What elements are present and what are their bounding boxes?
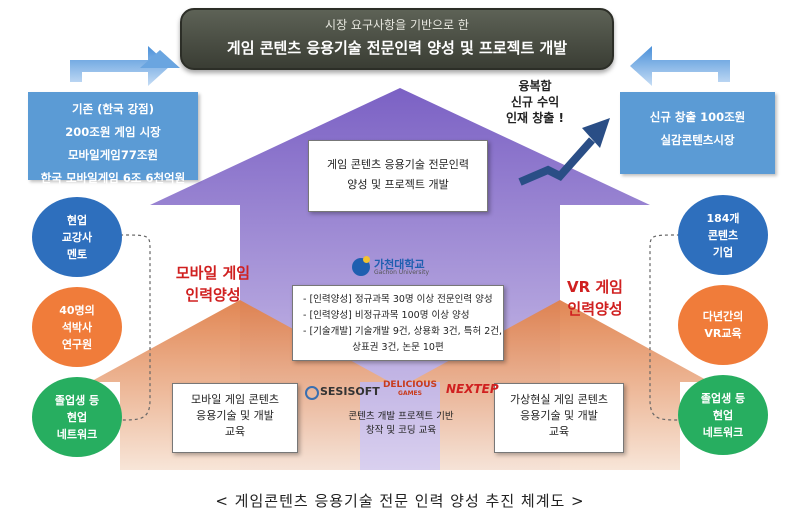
growth-label: 융복합 신규 수익 인재 창출 ! [506,79,564,125]
new-market-line-2: 실감콘텐츠시장 [660,133,735,147]
right-bracket [649,234,681,421]
existing-line-4: 한국 모바일게임 6조 6천억원 [40,171,186,185]
left-bracket [119,234,151,421]
university-name-en: Gachon University [374,269,430,276]
figure-caption: < 게임콘텐츠 응용기술 전문 인력 양성 추진 체계도 > [215,492,585,510]
banner-title: 게임 콘텐츠 응용기술 전문인력 양성 및 프로젝트 개발 [226,39,568,57]
right-up-arrow [630,46,730,86]
university-name: 가천대학교 [374,258,425,271]
mobile-training-label: 모바일 게임 인력양성 [175,264,251,304]
gachon-emblem-dot [363,256,370,263]
gachon-logo: 가천대학교 Gachon University [352,256,462,280]
banner-subtitle: 시장 요구사항을 기반으로 한 [325,18,469,32]
vr-training-label: VR 게임 인력양성 [567,278,623,318]
left-arrowhead [140,50,180,68]
delicious-games-logo: DELICIOUS GAMES [382,380,438,397]
circle-graduates-left: 졸업생 등 현업 네트워크 [32,377,122,457]
top-banner: 시장 요구사항을 기반으로 한 게임 콘텐츠 응용기술 전문인력 양성 및 프로… [180,8,614,70]
growth-arrowhead [582,118,610,148]
mobile-education-card: 모바일 게임 콘텐츠 응용기술 및 개발 교육 [172,383,298,453]
circle-companies: 184개 콘텐츠 기업 [678,195,768,275]
left-up-arrow [70,46,170,86]
existing-line-3: 모바일게임77조원 [67,148,159,162]
project-education-text: 콘텐츠 개발 프로젝트 기반 창작 및 코딩 교육 [348,411,454,436]
growth-arrow [518,137,595,186]
existing-line-1: 기존 (한국 강점) [72,102,154,116]
circle-researchers: 40명의 석박사 연구원 [32,287,122,367]
new-market-line-1: 신규 창출 100조원 [649,110,746,124]
circle-vr-education: 다년간의 VR교육 [678,285,768,365]
goal-card: 게임 콘텐츠 응용기술 전문인력 양성 및 프로젝트 개발 [308,140,488,212]
circle-graduates-right: 졸업생 등 현업 네트워크 [678,375,768,455]
sesisoft-ring-icon [305,386,319,400]
existing-market-box: 기존 (한국 강점) 200조원 게임 시장 모바일게임77조원 한국 모바일게… [28,92,198,185]
sesisoft-logo: SESISOFT [305,383,380,403]
circle-instructors: 현업 교강사 멘토 [32,197,122,277]
new-market-box: 신규 창출 100조원 실감콘텐츠시장 [620,92,775,174]
existing-line-2: 200조원 게임 시장 [65,125,161,139]
vr-education-card: 가상현실 게임 콘텐츠 응용기술 및 개발 교육 [494,383,624,453]
nextep-logo: NEXTEP [446,382,499,396]
targets-card: - [인력양성] 정규과목 30명 이상 전문인력 양성 - [인력양성] 비정… [292,285,504,361]
